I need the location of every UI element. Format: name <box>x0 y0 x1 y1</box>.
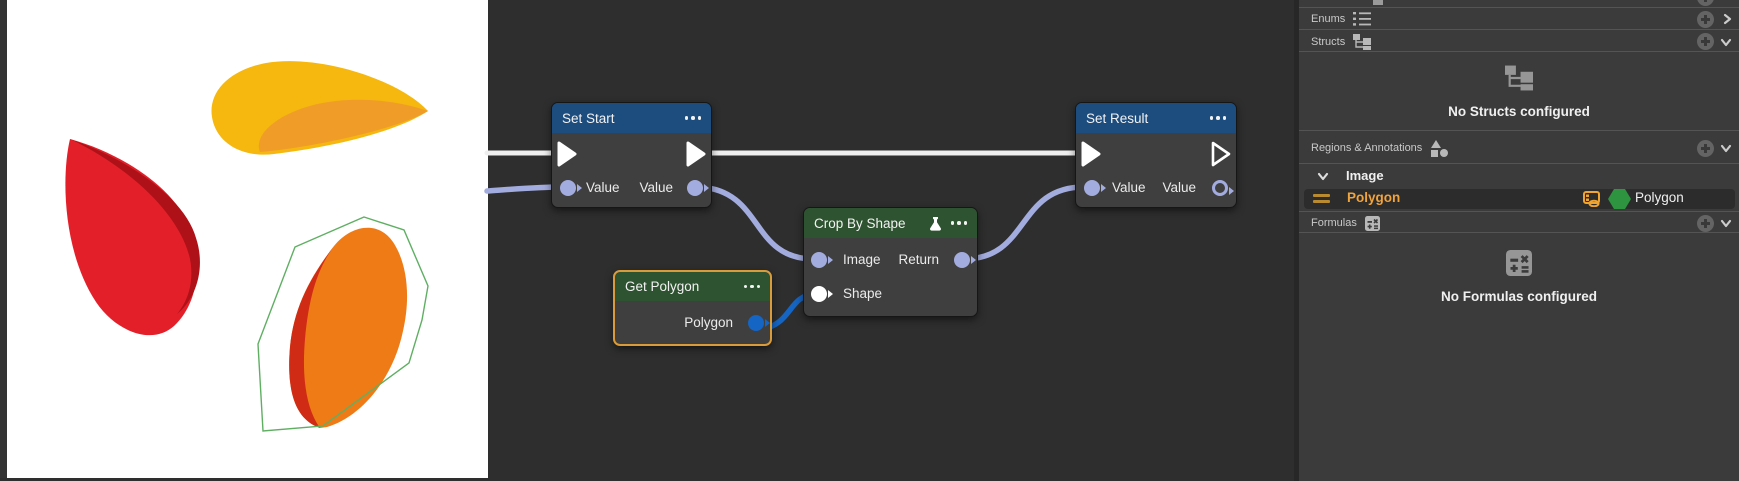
region-item-label: Polygon <box>1347 190 1401 205</box>
node-get-polygon[interactable]: Get Polygon Polygon <box>613 270 772 346</box>
add-button[interactable] <box>1697 0 1714 6</box>
preview-left-edge <box>0 0 7 481</box>
section-label: Enums <box>1311 13 1346 25</box>
add-struct-button[interactable] <box>1697 33 1714 50</box>
node-title: Get Polygon <box>625 279 700 294</box>
red-blob <box>65 139 198 336</box>
value-output-label: Value <box>1162 180 1196 195</box>
exec-input-pin[interactable] <box>1079 140 1103 168</box>
section-header-structs[interactable]: Structs <box>1299 31 1739 52</box>
formula-empty-icon <box>1506 250 1532 276</box>
flask-icon <box>929 216 941 231</box>
chevron-right-icon[interactable] <box>1721 12 1733 26</box>
polygon-annotation-outline[interactable] <box>257 216 429 432</box>
section-label: Regions & Annotations <box>1311 142 1423 154</box>
structs-empty-text: No Structs configured <box>1448 104 1590 119</box>
section-header-formulas[interactable]: Formulas <box>1299 211 1739 233</box>
section-label: Formulas <box>1311 217 1357 229</box>
add-enum-button[interactable] <box>1697 10 1714 28</box>
value-output-label: Value <box>639 180 673 195</box>
numbered-list-icon <box>1353 12 1372 26</box>
region-item-polygon[interactable]: Polygon Polygon <box>1299 187 1739 211</box>
shape-input-port[interactable] <box>811 286 833 302</box>
chevron-down-icon[interactable] <box>1316 171 1330 183</box>
formulas-empty-state: No Formulas configured <box>1299 234 1739 481</box>
value-input-port[interactable] <box>1084 180 1106 196</box>
node-menu-icon[interactable] <box>743 284 760 289</box>
node-menu-icon[interactable] <box>684 116 701 120</box>
value-input-label: Value <box>1112 180 1146 195</box>
preview-image <box>65 61 429 432</box>
partial-section-icon <box>1373 0 1383 5</box>
formulas-empty-text: No Formulas configured <box>1440 289 1597 304</box>
shape-input-label: Shape <box>843 286 883 301</box>
value-output-port[interactable] <box>1212 180 1234 196</box>
node-title: Crop By Shape <box>814 215 906 231</box>
structs-empty-state: No Structs configured <box>1299 53 1739 131</box>
image-input-label: Image <box>843 252 881 267</box>
section-header-regions[interactable]: Regions & Annotations <box>1299 132 1739 164</box>
struct-icon <box>1353 33 1372 50</box>
add-formula-button[interactable] <box>1697 214 1714 232</box>
node-title: Set Start <box>562 110 615 126</box>
chevron-down-icon[interactable] <box>1719 217 1733 229</box>
add-region-button[interactable] <box>1697 139 1714 157</box>
chevron-down-icon[interactable] <box>1719 36 1733 48</box>
node-set-result[interactable]: Set Result Value Value <box>1075 102 1237 208</box>
node-crop-by-shape[interactable]: Crop By Shape Image Return Shape <box>803 207 978 317</box>
region-group-image[interactable]: Image <box>1299 165 1739 187</box>
preview-bottom-edge <box>0 478 488 481</box>
section-label: Structs <box>1311 35 1346 48</box>
linked-frame-icon[interactable] <box>1583 191 1601 207</box>
exec-output-pin[interactable] <box>684 140 708 168</box>
value-input-port[interactable] <box>560 180 582 196</box>
section-header-enums[interactable]: Enums <box>1299 8 1739 30</box>
polygon-output-label: Polygon <box>684 315 733 330</box>
partial-section-row[interactable] <box>1299 0 1739 8</box>
node-title: Set Result <box>1086 110 1149 126</box>
orange-blob-shade <box>289 246 334 428</box>
return-output-label: Return <box>898 252 939 267</box>
exec-output-pin[interactable] <box>1209 140 1233 168</box>
node-menu-icon[interactable] <box>950 221 967 225</box>
polygon-type-hexagon-icon <box>1608 189 1631 209</box>
region-group-label: Image <box>1346 168 1384 183</box>
red-blob-shade <box>70 139 200 314</box>
image-input-port[interactable] <box>811 252 833 268</box>
yellow-blob-shade <box>258 99 428 152</box>
formula-icon <box>1364 215 1380 231</box>
shapes-icon <box>1431 139 1449 157</box>
value-output-port[interactable] <box>687 180 709 196</box>
configuration-panel: Enums Structs <box>1294 0 1739 481</box>
region-item-type: Polygon <box>1635 190 1684 205</box>
image-preview-pane <box>0 0 488 481</box>
polygon-output-port[interactable] <box>748 315 770 331</box>
struct-empty-icon <box>1505 65 1533 91</box>
exec-input-pin[interactable] <box>555 140 579 168</box>
orange-blob <box>289 227 408 428</box>
drag-handle-icon[interactable] <box>1313 194 1330 206</box>
chevron-down-icon[interactable] <box>1719 142 1733 154</box>
node-set-start[interactable]: Set Start Value Value <box>551 102 712 208</box>
value-input-label: Value <box>586 180 620 195</box>
return-output-port[interactable] <box>954 252 976 268</box>
node-menu-icon[interactable] <box>1209 116 1226 120</box>
